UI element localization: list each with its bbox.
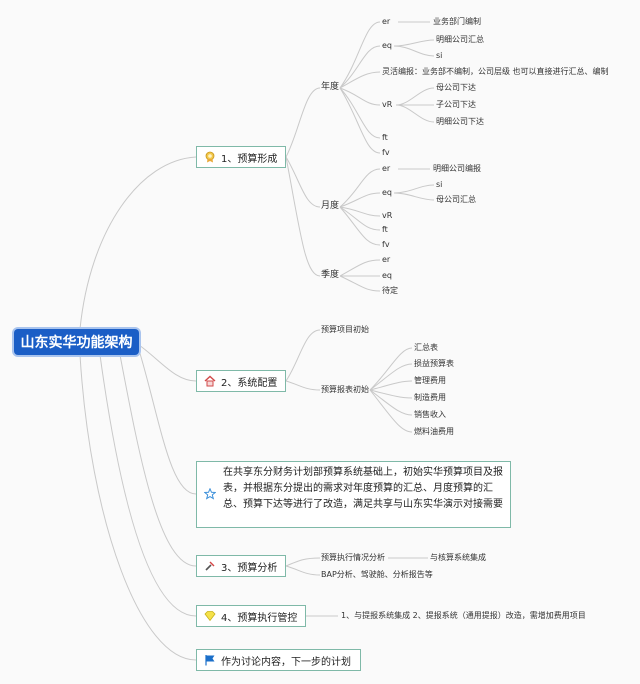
connector-reports-2 — [369, 363, 413, 391]
node-annual-vr-child-1[interactable]: 母公司下达 — [436, 83, 476, 92]
connector-b3-exec — [285, 557, 321, 567]
connector-quarter-1 — [339, 259, 381, 277]
node-monthly-er[interactable]: er — [382, 164, 391, 173]
flag-icon — [203, 653, 217, 667]
branch-execution-control[interactable]: 4、预算执行管控 — [196, 605, 306, 627]
connector-reports-4 — [369, 389, 413, 399]
node-annual-er[interactable]: er — [382, 17, 391, 26]
branch-budget-formation[interactable]: 1、预算形成 — [196, 146, 286, 168]
star-icon — [203, 487, 217, 506]
node-bap-analysis[interactable]: BAP分析、驾驶舱、分析报告等 — [321, 570, 433, 579]
connector-annual-er — [339, 21, 381, 89]
node-quarter-item-1[interactable]: er — [382, 255, 391, 264]
connector-quarter-3 — [339, 275, 381, 292]
connector-root-b5 — [79, 354, 197, 661]
node-annual[interactable]: 年度 — [321, 82, 340, 92]
node-annual-vr-child-3[interactable]: 明细公司下达 — [436, 117, 484, 126]
home-icon — [203, 374, 217, 388]
connector-eq-child1 — [393, 39, 435, 47]
branch-budget-analysis[interactable]: 3、预算分析 — [196, 555, 286, 577]
connector-monthly-vr — [339, 206, 381, 217]
node-init-reports[interactable]: 预算报表初始 — [321, 385, 369, 394]
node-annual-flex[interactable]: 灵活编报：业务部不编制，公司层级 也可以直接进行汇总、编制 — [382, 67, 609, 76]
award-badge-icon — [203, 150, 217, 164]
node-quarter-item-2[interactable]: eq — [382, 271, 392, 280]
node-annual-eq-child-2[interactable]: si — [436, 51, 443, 60]
connector-annual-flex — [339, 71, 381, 89]
connector-eq-child2 — [393, 45, 435, 57]
connector-vr-child1 — [395, 87, 435, 106]
branch-label: 4、预算执行管控 — [221, 612, 298, 624]
connector-vr-child3 — [395, 104, 435, 123]
branch-note[interactable]: 在共享东分财务计划部预算系统基础上，初始实华预算项目及报表，并根据东分提出的需求… — [196, 461, 511, 528]
node-annual-vr[interactable]: vR — [382, 100, 393, 109]
diamond-icon — [203, 609, 217, 623]
connector-reports-5 — [369, 389, 413, 416]
connector-b1-annual — [285, 87, 321, 158]
node-quarter-item-3[interactable]: 待定 — [382, 286, 398, 295]
note-text: 在共享东分财务计划部预算系统基础上，初始实华预算项目及报表，并根据东分提出的需求… — [223, 467, 503, 510]
root-node[interactable]: 山东实华功能架构 — [14, 329, 139, 355]
connector-annual-vr — [339, 87, 381, 106]
connector-b3-bap — [285, 565, 321, 576]
connector-monthly-er — [339, 168, 381, 208]
node-control-text[interactable]: 1、与提报系统集成 2、提报系统（通用提报）改造，需增加费用项目 — [341, 611, 586, 620]
node-report-4[interactable]: 制造费用 — [414, 393, 446, 402]
connector-b2-init-reports — [285, 380, 321, 391]
node-monthly-eq-child-2[interactable]: 母公司汇总 — [436, 195, 476, 204]
connector-b2-init-items — [285, 329, 321, 382]
node-annual-vr-child-2[interactable]: 子公司下达 — [436, 100, 476, 109]
connector-annual-eq — [339, 45, 381, 89]
node-report-1[interactable]: 汇总表 — [414, 343, 438, 352]
node-monthly-ft[interactable]: ft — [382, 225, 388, 234]
connector-reports-6 — [369, 389, 413, 433]
node-annual-ft[interactable]: ft — [382, 133, 388, 142]
branch-label: 3、预算分析 — [221, 562, 278, 574]
node-annual-eq[interactable]: eq — [382, 41, 392, 50]
connector-annual-fv — [339, 87, 381, 154]
connector-reports-1 — [369, 347, 413, 391]
connector-root-note — [138, 349, 197, 495]
node-quarter[interactable]: 季度 — [321, 270, 340, 280]
connector-monthly-fv — [339, 206, 381, 246]
hammer-icon — [203, 559, 217, 573]
connector-root-b4 — [99, 354, 197, 617]
node-annual-eq-child-1[interactable]: 明细公司汇总 — [436, 35, 484, 44]
branch-system-config[interactable]: 2、系统配置 — [196, 370, 286, 392]
node-init-items[interactable]: 预算项目初始 — [321, 325, 369, 334]
connector-root-b1 — [79, 156, 197, 330]
node-annual-fv[interactable]: fv — [382, 148, 390, 157]
node-monthly-er-child[interactable]: 明细公司编报 — [433, 164, 481, 173]
branch-label: 作为讨论内容，下一步的计划 — [221, 656, 351, 668]
connector-root-b2 — [138, 344, 197, 382]
connector-b1-quarter — [285, 156, 321, 277]
node-monthly-vr[interactable]: vR — [382, 211, 393, 220]
connector-annual-ft — [339, 87, 381, 139]
connector-reports-3 — [369, 380, 413, 391]
node-report-2[interactable]: 损益预算表 — [414, 359, 454, 368]
connector-meq-child1 — [393, 184, 435, 194]
node-report-3[interactable]: 管理费用 — [414, 376, 446, 385]
connector-meq-child2 — [393, 192, 435, 201]
branch-label: 2、系统配置 — [221, 377, 278, 389]
node-monthly-fv[interactable]: fv — [382, 240, 390, 249]
branch-label: 1、预算形成 — [221, 153, 278, 165]
node-monthly-eq[interactable]: eq — [382, 188, 392, 197]
connector-root-b3 — [119, 354, 197, 567]
node-exec-analysis[interactable]: 预算执行情况分析 — [321, 553, 385, 562]
connector-monthly-eq — [339, 192, 381, 208]
node-exec-analysis-child[interactable]: 与核算系统集成 — [430, 553, 486, 562]
node-monthly-eq-child-1[interactable]: si — [436, 180, 443, 189]
branch-next-plan[interactable]: 作为讨论内容，下一步的计划 — [196, 649, 361, 671]
connector-monthly-ft — [339, 206, 381, 231]
connector-b1-monthly — [285, 156, 321, 208]
node-report-5[interactable]: 销售收入 — [414, 410, 446, 419]
node-annual-er-child[interactable]: 业务部门编制 — [433, 17, 481, 26]
node-monthly[interactable]: 月度 — [321, 201, 340, 211]
node-report-6[interactable]: 燃料油费用 — [414, 427, 454, 436]
